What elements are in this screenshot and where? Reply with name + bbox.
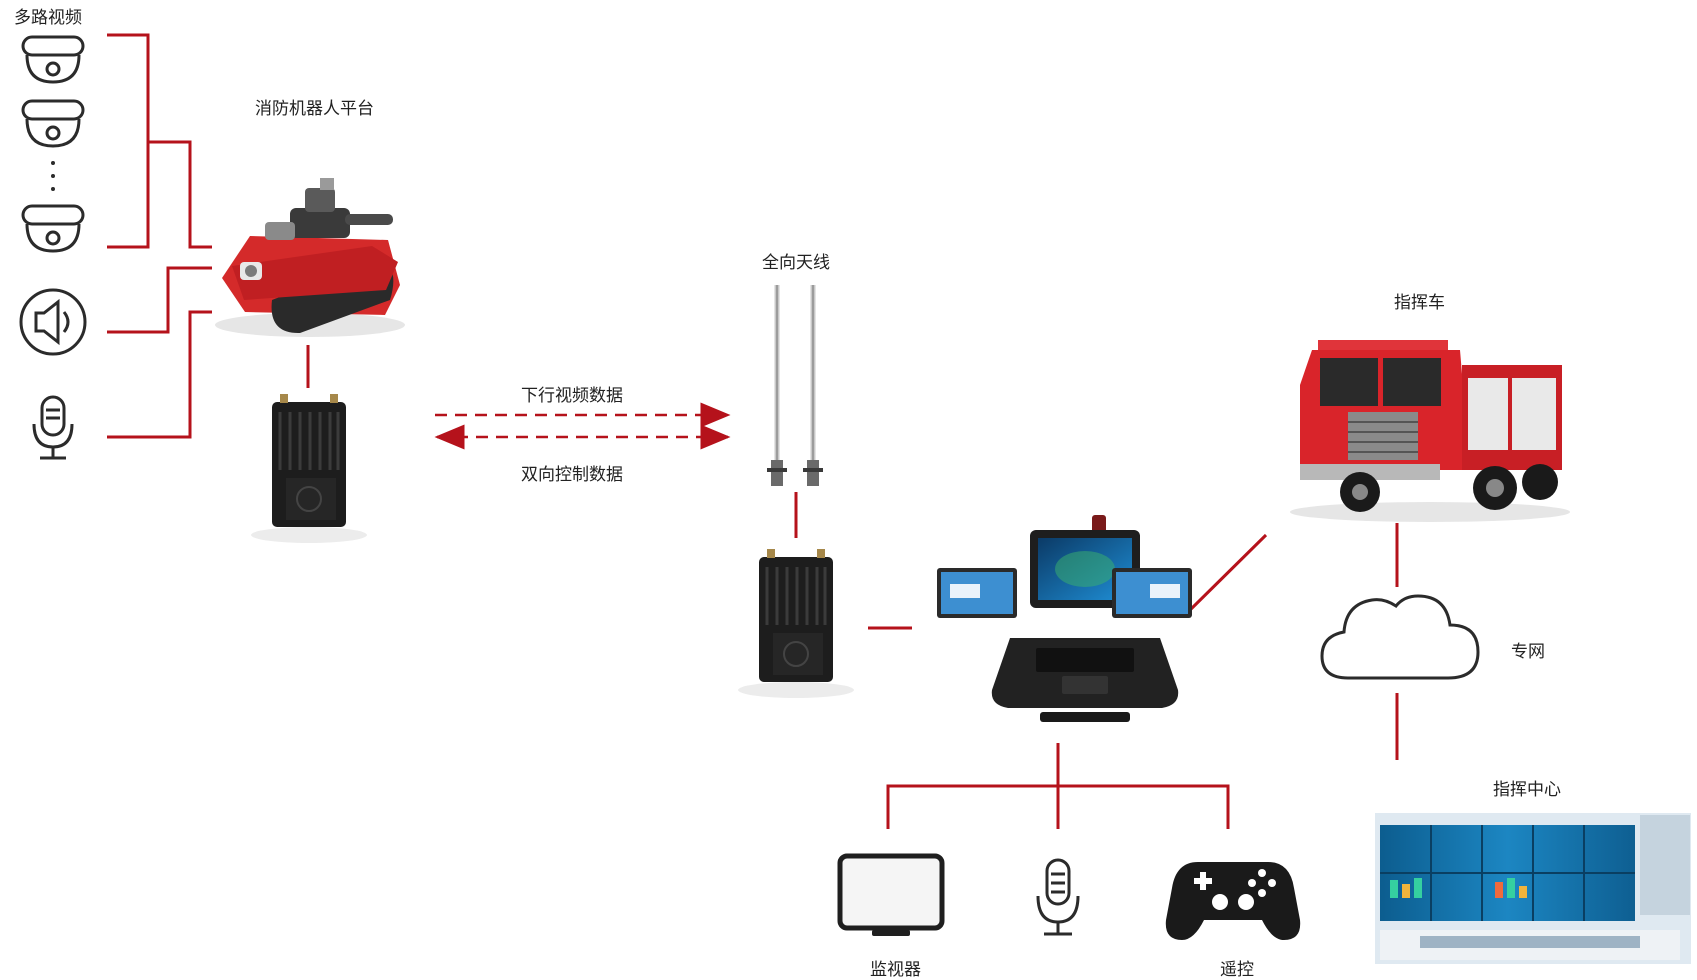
label-command-vehicle: 指挥车 — [1394, 293, 1445, 313]
microphone-icon — [32, 395, 74, 460]
terminal-to-vehicle-line — [1186, 533, 1268, 614]
ellipsis-dots — [51, 161, 55, 191]
microphone-bottom-icon — [1036, 858, 1080, 936]
label-command-center: 指挥中心 — [1493, 780, 1561, 800]
label-robot-platform: 消防机器人平台 — [255, 99, 374, 119]
label-remote-control: 遥控 — [1220, 960, 1254, 980]
omni-antenna-image — [767, 285, 823, 486]
command-center-image — [1375, 813, 1691, 964]
data-flow-arrows — [434, 402, 731, 450]
microphone-line — [107, 310, 212, 439]
label-multi-video: 多路视频 — [14, 8, 82, 28]
fire-truck-image — [1290, 340, 1570, 522]
cloud-icon — [1320, 594, 1480, 680]
speaker-line — [107, 266, 212, 334]
label-omni-antenna: 全向天线 — [762, 253, 830, 273]
fire-robot-image — [215, 178, 405, 337]
label-bidirectional-control: 双向控制数据 — [521, 465, 623, 485]
dome-camera-icon — [21, 35, 85, 253]
camera-bus-line — [107, 33, 150, 249]
robot-radio-device — [251, 394, 367, 543]
label-private-network: 专网 — [1511, 642, 1545, 662]
gamepad-icon — [1165, 862, 1301, 940]
station-radio-device — [738, 549, 854, 698]
speaker-icon — [19, 288, 87, 356]
camera-branch-line — [148, 140, 212, 249]
monitor-icon — [837, 853, 945, 936]
portable-terminal-image — [937, 515, 1192, 722]
connector-lines — [107, 33, 1399, 829]
label-monitor: 监视器 — [870, 960, 921, 980]
label-downlink-data: 下行视频数据 — [521, 386, 623, 406]
